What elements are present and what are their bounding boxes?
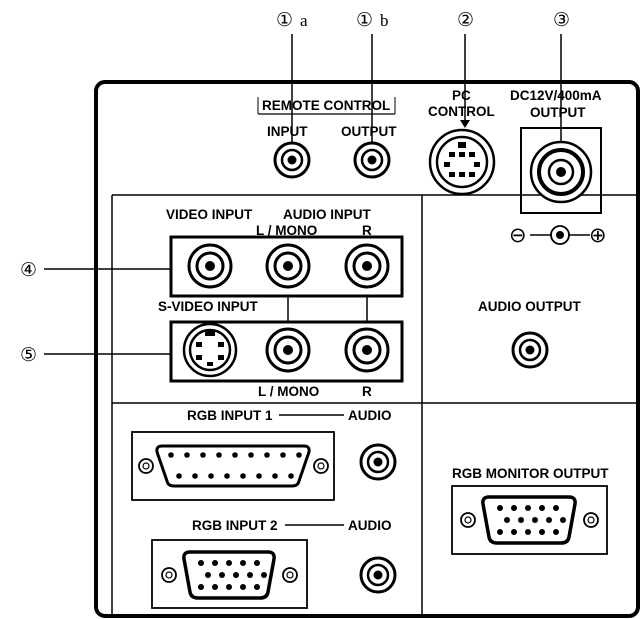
audio-output-jack[interactable]: [511, 331, 549, 369]
dc-output-label-line1: DC12V/400mA: [510, 88, 602, 103]
rgb-input-1-port[interactable]: [131, 431, 335, 501]
rgb-monitor-output-label: RGB MONITOR OUTPUT: [452, 466, 609, 481]
video-input-label: VIDEO INPUT: [166, 207, 253, 222]
rgb-monitor-output-port[interactable]: [451, 485, 608, 555]
audio-1-jack[interactable]: [359, 443, 397, 481]
callout-4: ④: [20, 259, 37, 281]
callout-1b-symbol: ①: [356, 9, 373, 31]
audio-output-label: AUDIO OUTPUT: [478, 299, 582, 314]
positive-symbol: ⊕: [589, 223, 607, 247]
r-top-label: R: [362, 223, 372, 238]
audio-1-label: AUDIO: [348, 408, 392, 423]
r-bottom-label: R: [362, 384, 372, 399]
remote-output-jack[interactable]: [353, 141, 391, 179]
polarity-diagram: ⊖ ⊕: [509, 223, 607, 247]
leader-2-arrow: [460, 120, 470, 128]
remote-control-label: REMOTE CONTROL: [262, 98, 390, 113]
remote-input-label: INPUT: [267, 124, 308, 139]
dc-jack-box: [520, 127, 602, 214]
audio-2-label: AUDIO: [348, 518, 392, 533]
rgb-input-2-port[interactable]: [151, 539, 308, 609]
l-mono-top-label: L / MONO: [256, 223, 317, 238]
s-video-input-label: S-VIDEO INPUT: [158, 299, 259, 314]
rgb-input-2-label: RGB INPUT 2: [192, 518, 278, 533]
av-input-box-top: [169, 235, 404, 298]
dc-output-jack[interactable]: [529, 140, 593, 204]
video-input-jack[interactable]: [187, 243, 233, 289]
negative-symbol: ⊖: [509, 223, 527, 247]
audio-input-r-bottom-jack[interactable]: [344, 327, 390, 373]
panel-frame: [94, 80, 640, 618]
callout-1b-letter: b: [380, 11, 389, 30]
callout-3: ③: [553, 9, 570, 31]
audio-input-r-top-jack[interactable]: [344, 243, 390, 289]
remote-output-label: OUTPUT: [341, 124, 397, 139]
callout-1a-symbol: ①: [276, 9, 293, 31]
callout-5: ⑤: [20, 344, 37, 366]
pc-control-port[interactable]: [428, 128, 496, 196]
callout-2: ②: [457, 9, 474, 31]
rgb-input-1-label: RGB INPUT 1: [187, 408, 273, 423]
audio-input-l-bottom-jack[interactable]: [265, 327, 311, 373]
s-video-input-port[interactable]: [182, 322, 238, 378]
remote-input-jack[interactable]: [273, 141, 311, 179]
dc-output-label-line2: OUTPUT: [530, 105, 586, 120]
callout-1a-letter: a: [300, 11, 308, 30]
control-label: CONTROL: [428, 104, 495, 119]
l-mono-bottom-label: L / MONO: [258, 384, 319, 399]
pc-label: PC: [452, 88, 471, 103]
av-input-box-bottom: [169, 320, 404, 383]
audio-input-l-top-jack[interactable]: [265, 243, 311, 289]
audio-input-label: AUDIO INPUT: [283, 207, 372, 222]
audio-2-jack[interactable]: [359, 556, 397, 594]
